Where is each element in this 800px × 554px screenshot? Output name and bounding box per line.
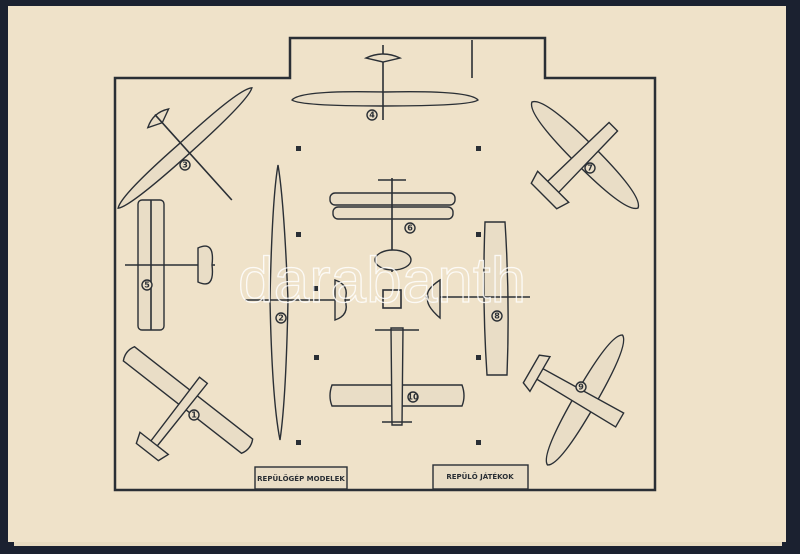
svg-text:5: 5 [144,281,150,290]
plane-1 [122,345,254,462]
watermark: darabanth [238,244,526,316]
plane-4: 4 [290,45,480,121]
plane-3 [117,87,253,210]
svg-text:8: 8 [494,312,500,321]
center-square [382,289,402,309]
plane-7 [530,100,640,210]
label-box-left [254,466,348,490]
grid-dots [296,146,481,445]
plane-10: 10 [329,327,465,426]
label-box-right [432,464,529,490]
plane-2: 2 [245,164,350,441]
svg-text:6: 6 [407,224,413,233]
frame [113,36,657,492]
svg-text:1: 1 [191,411,197,420]
svg-text:9: 9 [578,383,584,392]
svg-text:10: 10 [407,393,419,402]
svg-text:3: 3 [182,161,188,170]
plane-8: 8 [425,221,530,376]
plane-9 [522,334,625,466]
svg-text:4: 4 [369,111,375,120]
plane-6: 6 [329,178,456,272]
label-toys: REPÜLŐ JÁTÉKOK [446,472,514,481]
svg-text:7: 7 [587,164,593,173]
svg-text:2: 2 [278,314,284,323]
label-models: REPÜLŐGÉP MODELEK [257,474,345,483]
plane-5: 5 [125,199,215,331]
